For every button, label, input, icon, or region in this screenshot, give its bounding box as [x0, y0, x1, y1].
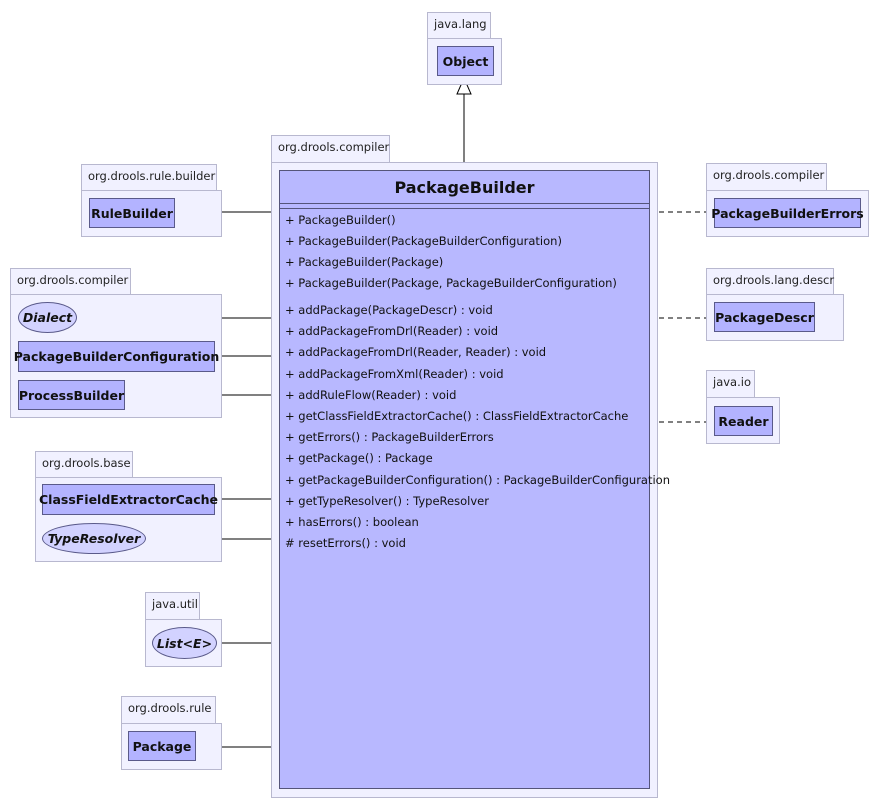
class-member: + addPackageFromXml(Reader) : void [285, 366, 504, 381]
class-rulebuilder[interactable]: RuleBuilder [89, 198, 175, 228]
class-member: + addRuleFlow(Reader) : void [285, 387, 457, 402]
class-member: + PackageBuilder(Package, PackageBuilder… [285, 276, 617, 290]
package-java-util-tab: java.util [145, 592, 200, 620]
package-java-lang-tab: java.lang [427, 12, 491, 39]
class-classfieldextractorcache[interactable]: ClassFieldExtractorCache [39, 484, 218, 515]
class-member: + addPackageFromDrl(Reader, Reader) : vo… [285, 345, 547, 360]
package-compiler-left-tab: org.drools.compiler [10, 268, 131, 295]
class-packagebuilderconfiguration[interactable]: PackageBuilderConfiguration [14, 341, 219, 372]
class-member: + PackageBuilder(PackageBuilderConfigura… [285, 234, 562, 248]
class-member: + hasErrors() : boolean [285, 515, 419, 529]
class-package[interactable]: Package [128, 731, 196, 761]
package-compiler-main-tab: org.drools.compiler [271, 135, 390, 163]
class-member: + addPackage(PackageDescr) : void [285, 303, 493, 317]
class-member: + addPackageFromDrl(Reader) : void [285, 324, 499, 339]
class-packagedescr[interactable]: PackageDescr [714, 302, 815, 332]
package-base-tab: org.drools.base [35, 451, 133, 478]
package-lang-descr-tab: org.drools.lang.descr [706, 268, 834, 295]
generalization-arrowhead [456, 76, 472, 95]
class-reader[interactable]: Reader [714, 406, 773, 436]
package-rule-builder-tab: org.drools.rule.builder [81, 164, 217, 191]
package-compiler-right-tab: org.drools.compiler [706, 163, 827, 191]
class-object[interactable]: Object [437, 46, 494, 76]
class-member: + getClassFieldExtractorCache() : ClassF… [285, 409, 629, 423]
separator-attributes [280, 208, 649, 209]
interface-list[interactable]: List<E> [152, 627, 217, 659]
separator-top [280, 203, 649, 204]
interface-dialect[interactable]: Dialect [18, 302, 77, 333]
class-member: + PackageBuilder(Package) [285, 255, 444, 269]
class-packagebuilder-title: PackageBuilder [394, 178, 535, 197]
class-member: + PackageBuilder() [285, 213, 396, 227]
interface-typeresolver[interactable]: TypeResolver [42, 523, 146, 554]
class-packagebuildererrors[interactable]: PackageBuilderErrors [711, 198, 864, 228]
class-member: # resetErrors() : void [285, 536, 406, 551]
class-member: + getTypeResolver() : TypeResolver [285, 493, 489, 508]
package-java-io-tab: java.io [706, 370, 755, 398]
class-packagebuilder[interactable]: PackageBuilder + PackageBuilder() + Packa… [279, 170, 670, 789]
class-member: + getErrors() : PackageBuilderErrors [285, 430, 494, 445]
package-rule-tab: org.drools.rule [121, 696, 216, 724]
class-member: + getPackage() : Package [285, 451, 433, 466]
class-processbuilder[interactable]: ProcessBuilder [18, 380, 125, 410]
class-member: + getPackageBuilderConfiguration() : Pac… [285, 472, 670, 487]
